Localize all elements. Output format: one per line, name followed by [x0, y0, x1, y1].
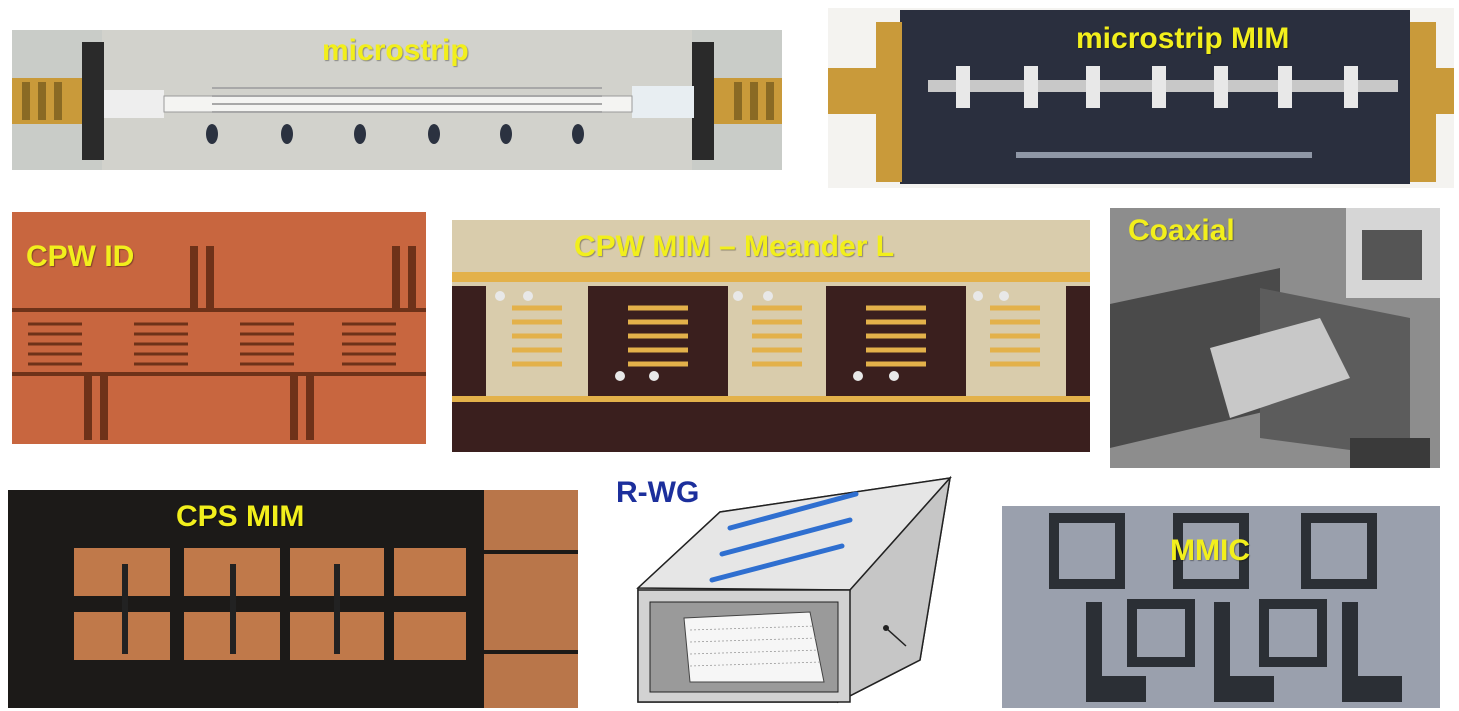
- mmic-panel: MMIC: [1002, 506, 1440, 708]
- cps-mim-panel: CPS MIM: [8, 490, 578, 708]
- cpw-mim-meander-label: CPW MIM – Meander L: [574, 230, 895, 263]
- microstrip-mim-panel: microstrip MIM: [828, 8, 1454, 188]
- microstrip-mim-photo: [828, 8, 1454, 188]
- cpw-mim-meander-photo: [452, 220, 1090, 452]
- cpw-id-panel: CPW ID: [12, 212, 426, 444]
- rwg-label: R-WG: [616, 476, 700, 509]
- rwg-panel: R-WG: [610, 470, 970, 708]
- coaxial-panel: Coaxial: [1110, 208, 1440, 468]
- cpw-id-photo: [12, 212, 426, 444]
- cpw-mim-meander-panel: CPW MIM – Meander L: [452, 220, 1090, 452]
- coaxial-label: Coaxial: [1128, 214, 1235, 247]
- mmic-photo: [1002, 506, 1440, 708]
- coaxial-photo: [1110, 208, 1440, 468]
- mmic-label: MMIC: [1170, 534, 1250, 567]
- microstrip-panel: microstrip: [12, 30, 782, 170]
- microstrip-photo: [12, 30, 782, 170]
- cps-mim-photo: [8, 490, 578, 708]
- microstrip-label: microstrip: [322, 34, 469, 67]
- cps-mim-label: CPS MIM: [176, 500, 305, 533]
- microstrip-mim-label: microstrip MIM: [1076, 22, 1290, 55]
- rwg-diagram: [610, 470, 970, 708]
- cpw-id-label: CPW ID: [26, 240, 135, 273]
